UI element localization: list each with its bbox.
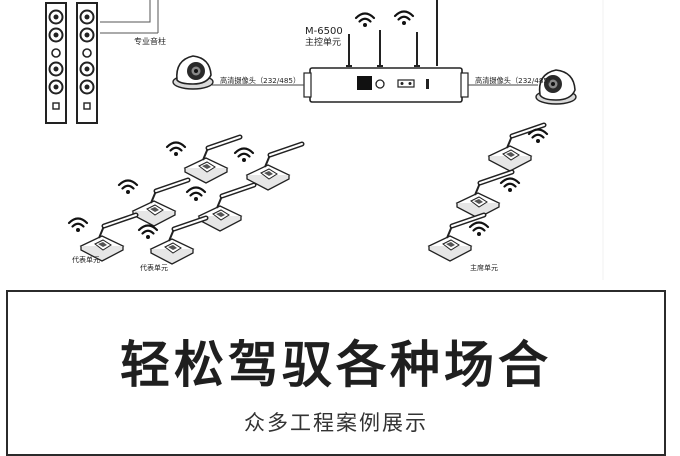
- speaker-cable: [100, 0, 159, 33]
- wifi-icon: [67, 217, 89, 234]
- wifi-icon: [165, 141, 187, 158]
- wifi-icon: [117, 179, 139, 196]
- delegate-label: 代表单元: [72, 255, 100, 264]
- speaker-icon: [45, 2, 98, 124]
- banner-subtitle: 众多工程案例展示: [244, 411, 428, 435]
- main-controller-unit: [303, 67, 469, 103]
- controller-name: 主控单元: [305, 36, 341, 48]
- camera-icon: [535, 69, 577, 105]
- camera-left-label: 高清摄像头（232/485）: [220, 76, 300, 85]
- wifi-icon: [468, 221, 490, 238]
- system-diagram: 专业音柱 M-6500 主控单元 高清摄像头（232/485）: [45, 0, 604, 280]
- wifi-icon: [393, 10, 415, 27]
- antenna-icon: [346, 0, 438, 67]
- microphone-unit-icon: [429, 125, 544, 261]
- microphone-unit-icon: [81, 137, 302, 264]
- camera-icon: [172, 55, 214, 90]
- wifi-icon: [527, 128, 549, 145]
- banner-title: 轻松驾驭各种场合: [120, 336, 552, 394]
- speaker-label: 专业音柱: [134, 36, 166, 46]
- chairman-label: 主席单元: [470, 263, 498, 272]
- controller-model: M-6500: [305, 26, 343, 37]
- wifi-icon: [137, 224, 159, 241]
- camera-right-label: 高清摄像头（232/485）: [475, 76, 555, 85]
- wifi-icon: [354, 12, 376, 29]
- delegate-label: 代表单元: [140, 263, 168, 272]
- wifi-icon: [499, 177, 521, 194]
- wifi-icon: [185, 186, 207, 203]
- banner: 轻松驾驭各种场合 众多工程案例展示: [6, 290, 666, 456]
- wifi-icon: [233, 147, 255, 164]
